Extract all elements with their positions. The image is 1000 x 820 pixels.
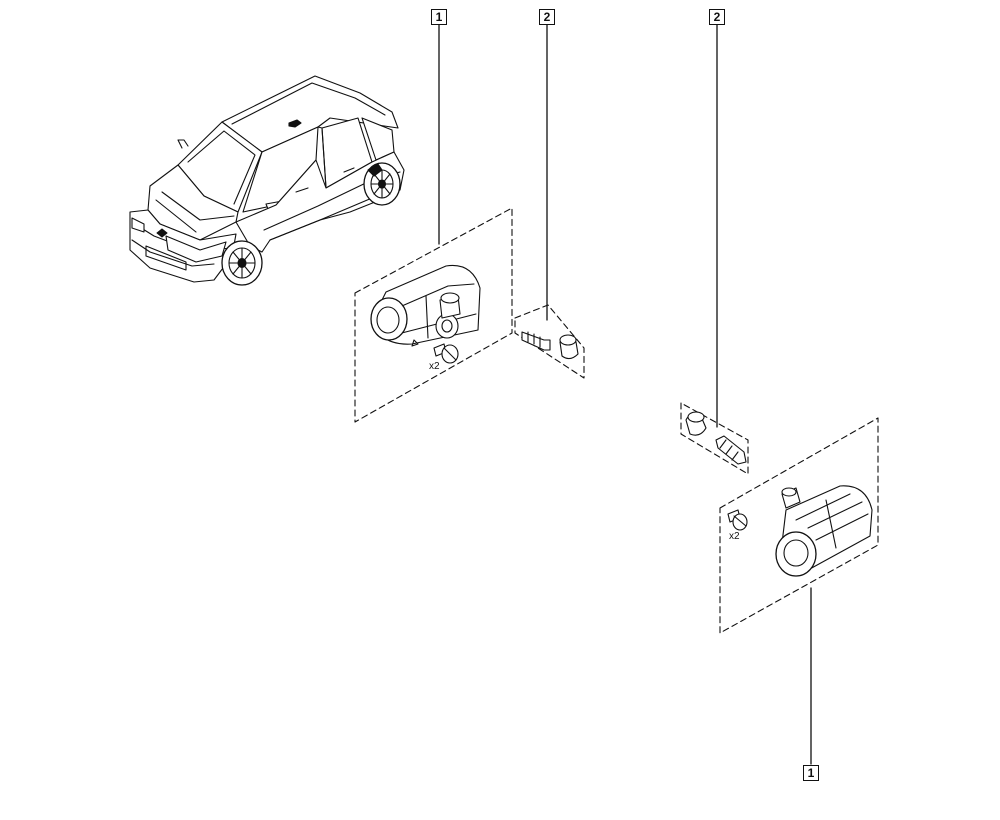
wheel-cylinder-left [370, 264, 481, 347]
dust-cap-right [685, 411, 707, 436]
quantity-label-left: x2 [429, 361, 440, 372]
bleed-screw-left [521, 331, 551, 351]
callout-1-bottom: 1 [803, 765, 819, 781]
callout-2-top-right: 2 [709, 9, 725, 25]
leader-lines [438, 24, 812, 765]
mounting-bolt-right [727, 509, 748, 531]
quantity-label-right: x2 [729, 531, 740, 542]
group-outline-cylinder-left [354, 207, 513, 423]
group-outline-bleed-left [514, 304, 585, 379]
dashed-group-outlines [354, 207, 879, 634]
callout-2-top-left: 2 [539, 9, 555, 25]
callout-1-top: 1 [431, 9, 447, 25]
group-outline-cylinder-right [719, 417, 879, 634]
dust-cap-left [559, 334, 579, 360]
group-outline-bleed-right [680, 402, 749, 475]
bleed-screw-right [715, 435, 747, 465]
wheel-cylinder-right [775, 485, 873, 577]
car-illustration [129, 75, 405, 286]
mounting-bolt-left [433, 343, 459, 364]
